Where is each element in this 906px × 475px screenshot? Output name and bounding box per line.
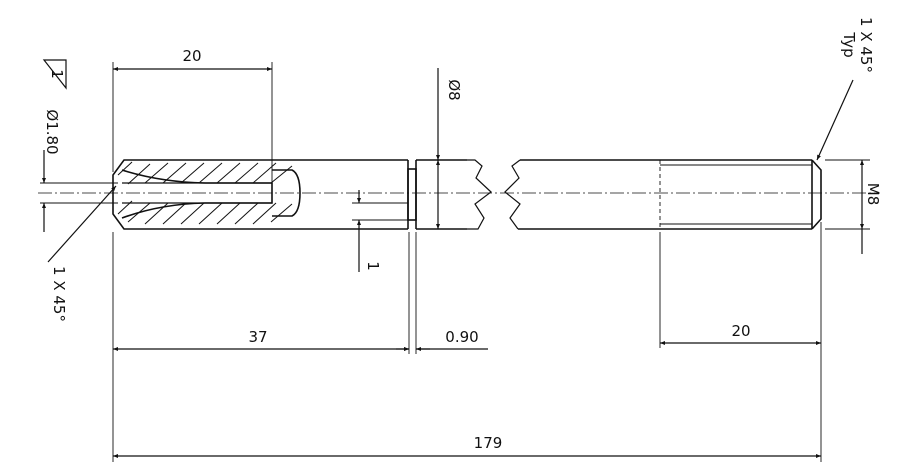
- note-triangle-icon: [42, 59, 67, 90]
- leader-chamfer-right: [816, 79, 854, 161]
- dim-length-to-groove: 37: [248, 328, 267, 346]
- dim-groove-offset: 1: [364, 261, 382, 271]
- dim-chamfer-left: 1 X 45°: [50, 266, 68, 322]
- pin-right-section: [504, 159, 822, 230]
- extension-lines: [40, 62, 870, 462]
- pin-left-section: [112, 159, 492, 230]
- dim-bore-depth: 20: [182, 47, 201, 65]
- dim-thread-size: M8: [864, 183, 882, 206]
- dim-groove-width: 0.90: [445, 328, 478, 346]
- note-symbol: 1: [48, 69, 66, 79]
- dim-thread-length: 20: [731, 322, 750, 340]
- dim-chamfer-right: 1 X 45°: [857, 17, 875, 73]
- leader-chamfer-left: [47, 185, 117, 263]
- dim-bore-diameter: Ø1.80: [43, 109, 61, 154]
- dim-pin-diameter: Ø8: [445, 79, 463, 100]
- dim-chamfer-right-note: Typ: [840, 31, 858, 57]
- dim-overall-length: 179: [474, 434, 503, 452]
